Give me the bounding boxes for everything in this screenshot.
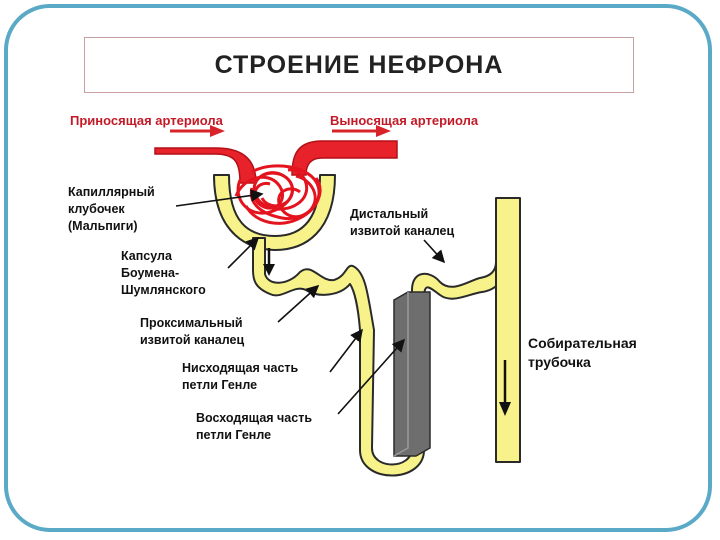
efferent-arrow [332, 125, 391, 137]
afferent-arrow [170, 125, 225, 137]
label-efferent-arteriole: Выносящая артериола [330, 113, 479, 128]
afferent-arteriole [154, 147, 257, 184]
label-capsule: Капсула Боумена- Шумлянского [121, 249, 206, 297]
label-ascending: Восходящая часть петли Генле [196, 411, 313, 442]
label-proximal: Проксимальный извитой каналец [140, 316, 245, 347]
label-descending: Нисходящая часть петли Генле [182, 361, 299, 392]
arterioles [154, 140, 398, 184]
label-glomerulus: Капиллярный клубочек (Мальпиги) [68, 185, 155, 233]
glomerulus-tuft [234, 164, 322, 225]
label-afferent-arteriole: Приносящая артериола [70, 113, 223, 128]
collecting-duct [495, 197, 521, 463]
pointer-lines [175, 189, 446, 415]
label-distal: Дистальный извитой каналец [350, 207, 455, 238]
vasa-recta [393, 291, 431, 457]
label-collecting: Собирательная трубочка [528, 335, 637, 370]
title-box: СТРОЕНИЕ НЕФРОНА [84, 37, 634, 93]
flow-arrows [263, 248, 511, 416]
efferent-arteriole [291, 140, 398, 176]
page-title: СТРОЕНИЕ НЕФРОНА [214, 50, 504, 79]
